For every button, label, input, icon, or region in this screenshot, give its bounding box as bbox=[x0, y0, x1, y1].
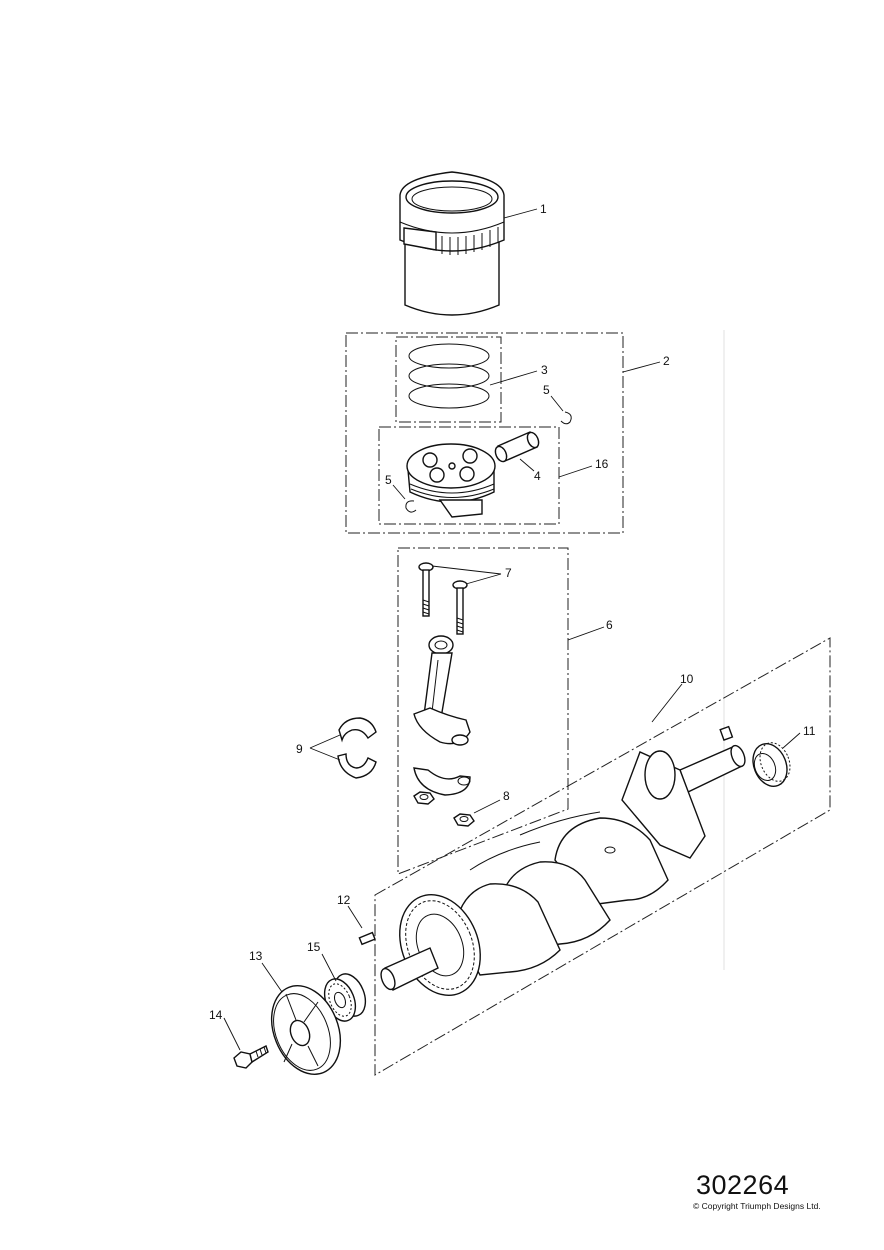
callout-11: 11 bbox=[803, 724, 816, 738]
connecting-rod-box bbox=[397, 547, 569, 875]
crankshaft-part bbox=[380, 744, 746, 996]
callout-5-upper: 5 bbox=[543, 383, 550, 397]
crankshaft-box bbox=[374, 637, 831, 1076]
rotor-bolt-part bbox=[233, 1045, 269, 1069]
callout-1: 1 bbox=[540, 202, 547, 216]
connecting-rod-part bbox=[413, 635, 471, 796]
callout-3: 3 bbox=[541, 363, 548, 377]
piston-rings-part bbox=[408, 343, 490, 409]
callout-12: 12 bbox=[337, 893, 351, 907]
dowel-part bbox=[719, 725, 734, 741]
circlip-part bbox=[405, 500, 417, 513]
crankshaft-bearing-part bbox=[752, 742, 791, 787]
alternator-rotor-part bbox=[270, 984, 342, 1076]
callout-8: 8 bbox=[503, 789, 510, 803]
callout-5-lower: 5 bbox=[385, 473, 392, 487]
big-end-bearing-shell-part bbox=[337, 717, 377, 779]
diagram-reference-number: 302264 bbox=[696, 1170, 790, 1200]
piston-rings-box bbox=[395, 336, 502, 423]
circlip-part bbox=[560, 411, 572, 425]
callout-7: 7 bbox=[505, 566, 512, 580]
callout-2: 2 bbox=[663, 354, 670, 368]
callout-15: 15 bbox=[307, 940, 321, 954]
con-rod-bolt-part bbox=[418, 562, 434, 617]
piston-part bbox=[406, 443, 496, 518]
callout-4: 4 bbox=[534, 469, 541, 483]
cylinder-liner-part bbox=[399, 171, 505, 316]
callout-14: 14 bbox=[209, 1008, 223, 1022]
callout-10: 10 bbox=[680, 672, 694, 686]
copyright-notice: © Copyright Triumph Designs Ltd. bbox=[693, 1201, 821, 1211]
piston-box bbox=[378, 426, 560, 525]
callout-13: 13 bbox=[249, 949, 263, 963]
gudgeon-pin-part bbox=[494, 431, 540, 463]
callout-6: 6 bbox=[606, 618, 613, 632]
con-rod-nut-part bbox=[453, 813, 475, 827]
con-rod-bolt-part bbox=[452, 580, 468, 635]
con-rod-nut-part bbox=[413, 791, 435, 805]
piston-assembly-box bbox=[345, 332, 624, 534]
callout-9: 9 bbox=[296, 742, 303, 756]
woodruff-key-part bbox=[358, 931, 376, 946]
callout-16: 16 bbox=[595, 457, 609, 471]
